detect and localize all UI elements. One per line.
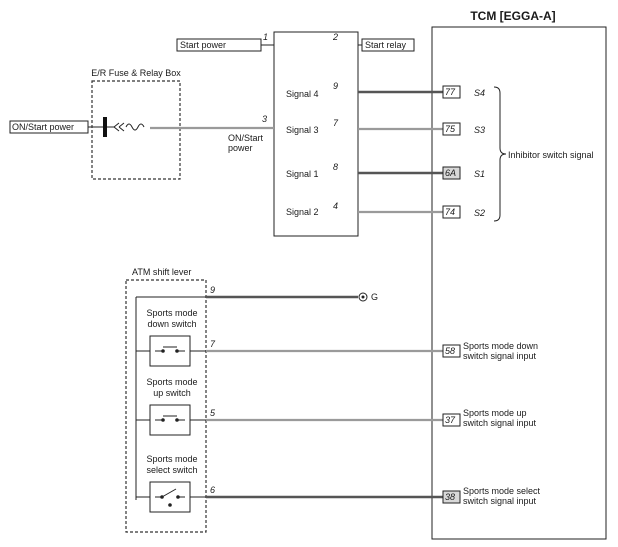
fuse-relay-box: E/R Fuse & Relay Box (91, 68, 274, 180)
on-start-power-input: ON/Start power (9, 120, 103, 134)
fuse-box-label: E/R Fuse & Relay Box (91, 68, 181, 78)
tcm-terminal-s2: 74 S2 (442, 205, 485, 219)
tcm-terminal-s4: 77 S4 (442, 85, 485, 99)
on-start-wire-label-2: power (228, 143, 253, 153)
ground-connection: 9 G (206, 285, 378, 302)
start-relay-connection: Start relay 2 (332, 32, 415, 52)
inhibitor-switch-block: Signal 4 Signal 3 Signal 1 Signal 2 (273, 31, 359, 237)
svg-text:7: 7 (210, 339, 216, 349)
atm-shift-lever: ATM shift lever (125, 267, 207, 533)
fuse-terminal-bar (103, 117, 107, 137)
svg-text:75: 75 (445, 124, 456, 134)
svg-text:74: 74 (445, 207, 455, 217)
signal-1-pin: 8 (333, 162, 338, 172)
svg-text:switch signal input: switch signal input (463, 418, 537, 428)
signal-wires: 9 7 8 4 (333, 81, 443, 214)
inhibitor-label: Inhibitor switch signal (508, 150, 594, 160)
tcm-terminal-s3: 75 S3 (442, 122, 485, 136)
svg-text:down switch: down switch (147, 319, 196, 329)
start-power-connection: Start power 1 (176, 32, 274, 52)
svg-text:S1: S1 (474, 169, 485, 179)
svg-text:Sports mode: Sports mode (146, 454, 197, 464)
signal-3-label: Signal 3 (286, 125, 319, 135)
svg-text:37: 37 (445, 415, 456, 425)
sports-mode-select-switch: Sports mode select switch 6 38 Sports mo… (146, 454, 541, 513)
svg-text:Sports mode select: Sports mode select (463, 486, 541, 496)
ground-pin: 9 (210, 285, 215, 295)
sports-mode-down-switch: Sports mode down switch 7 58 Sports mode… (146, 308, 538, 367)
pin-1-label: 1 (263, 32, 268, 42)
sports-mode-up-switch: Sports mode up switch 5 37 Sports mode u… (146, 377, 537, 436)
tcm-terminal-s1: 6A S1 (442, 166, 485, 180)
signal-2-pin: 4 (333, 201, 338, 211)
fuse-symbol-icon (113, 122, 145, 132)
svg-text:6: 6 (210, 485, 215, 495)
svg-text:S4: S4 (474, 88, 485, 98)
on-start-power-label: ON/Start power (12, 122, 74, 132)
on-start-wire-label-1: ON/Start (228, 133, 264, 143)
svg-text:Sports mode: Sports mode (146, 308, 197, 318)
inhibitor-brace: Inhibitor switch signal (493, 86, 594, 222)
pin-2-label: 2 (332, 32, 338, 42)
svg-text:38: 38 (445, 492, 455, 502)
svg-text:Sports mode up: Sports mode up (463, 408, 527, 418)
svg-text:6A: 6A (445, 168, 456, 178)
signal-4-label: Signal 4 (286, 89, 319, 99)
signal-4-pin: 9 (333, 81, 338, 91)
ground-label: G (371, 292, 378, 302)
svg-text:58: 58 (445, 346, 455, 356)
svg-text:switch signal input: switch signal input (463, 351, 537, 361)
svg-text:S3: S3 (474, 125, 485, 135)
tcm-title: TCM [EGGA-A] (470, 9, 555, 23)
signal-1-label: Signal 1 (286, 169, 319, 179)
svg-text:S2: S2 (474, 208, 485, 218)
svg-text:up switch: up switch (153, 388, 191, 398)
svg-text:77: 77 (445, 87, 456, 97)
pin-3-label: 3 (262, 114, 267, 124)
start-relay-label: Start relay (365, 40, 407, 50)
signal-3-pin: 7 (333, 118, 339, 128)
svg-text:5: 5 (210, 408, 216, 418)
svg-text:select switch: select switch (146, 465, 197, 475)
signal-2-label: Signal 2 (286, 207, 319, 217)
svg-text:switch signal input: switch signal input (463, 496, 537, 506)
atm-shift-lever-label: ATM shift lever (132, 267, 191, 277)
start-power-label: Start power (180, 40, 226, 50)
tcm-module: TCM [EGGA-A] (431, 9, 607, 540)
svg-text:Sports mode down: Sports mode down (463, 341, 538, 351)
svg-text:Sports mode: Sports mode (146, 377, 197, 387)
